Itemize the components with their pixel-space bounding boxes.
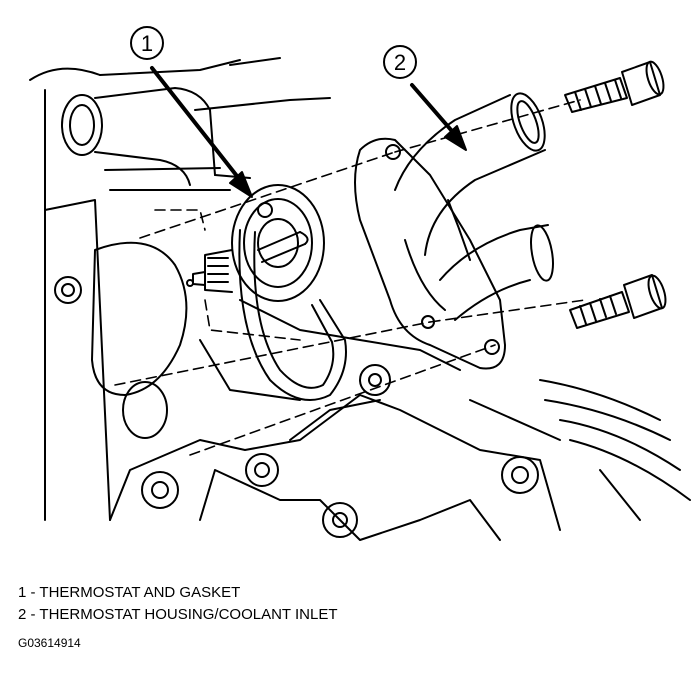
- callout-1: 1: [130, 26, 253, 198]
- callout-2: 2: [383, 45, 467, 151]
- legend-item-2: 2 - THERMOSTAT HOUSING/COOLANT INLET: [18, 606, 338, 623]
- thermostat-and-gasket: [186, 184, 347, 401]
- legend: 1 - THERMOSTAT AND GASKET 2 - THERMOSTAT…: [18, 582, 338, 626]
- thermostat-housing: [354, 92, 554, 370]
- lower-bolt: [569, 274, 667, 329]
- engine-block: [29, 57, 691, 541]
- legend-item-1: 1 - THERMOSTAT AND GASKET: [18, 584, 241, 601]
- callout-2-label: 2: [394, 50, 406, 75]
- callout-1-label: 1: [141, 31, 153, 56]
- figure-code: G03614914: [18, 636, 81, 650]
- upper-bolt: [564, 60, 665, 113]
- thermostat-diagram: 1 2: [29, 26, 691, 541]
